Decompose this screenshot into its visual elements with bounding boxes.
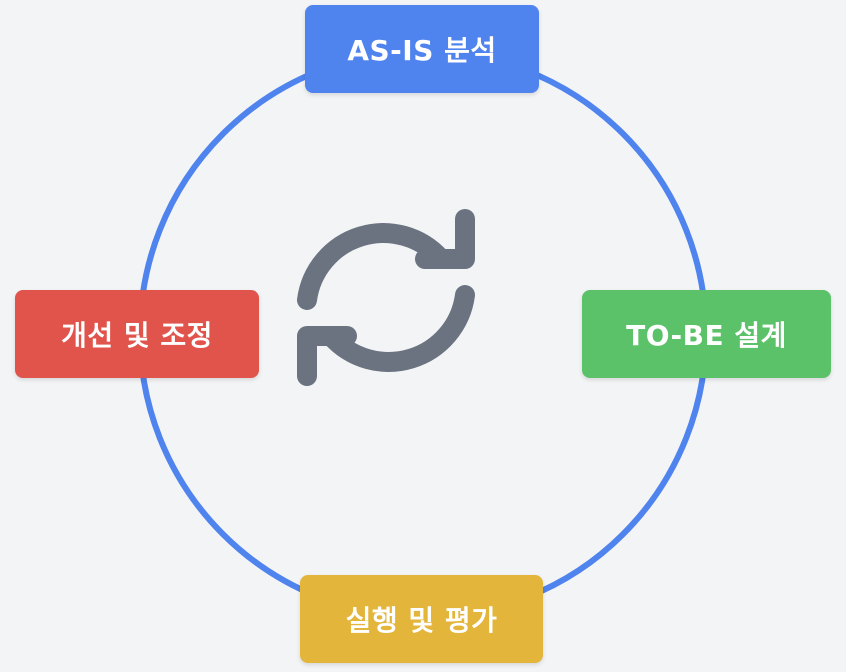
sync-arc-lower [321, 285, 475, 372]
sync-arrows-icon [297, 209, 475, 386]
sync-arrowhead-lower [297, 326, 357, 386]
sync-arrowhead-upper [415, 209, 475, 269]
stage-label: AS-IS 분석 [347, 34, 497, 67]
stage-label: 실행 및 평가 [345, 604, 498, 637]
stage-as-is-analysis: AS-IS 분석 [305, 5, 539, 93]
stage-label: TO-BE 설계 [626, 319, 787, 352]
stage-execution-evaluation: 실행 및 평가 [300, 575, 543, 663]
stage-improvement-adjustment: 개선 및 조정 [15, 290, 259, 378]
stage-label: 개선 및 조정 [61, 319, 213, 352]
stage-to-be-design: TO-BE 설계 [582, 290, 831, 378]
sync-arc-upper [297, 223, 451, 310]
